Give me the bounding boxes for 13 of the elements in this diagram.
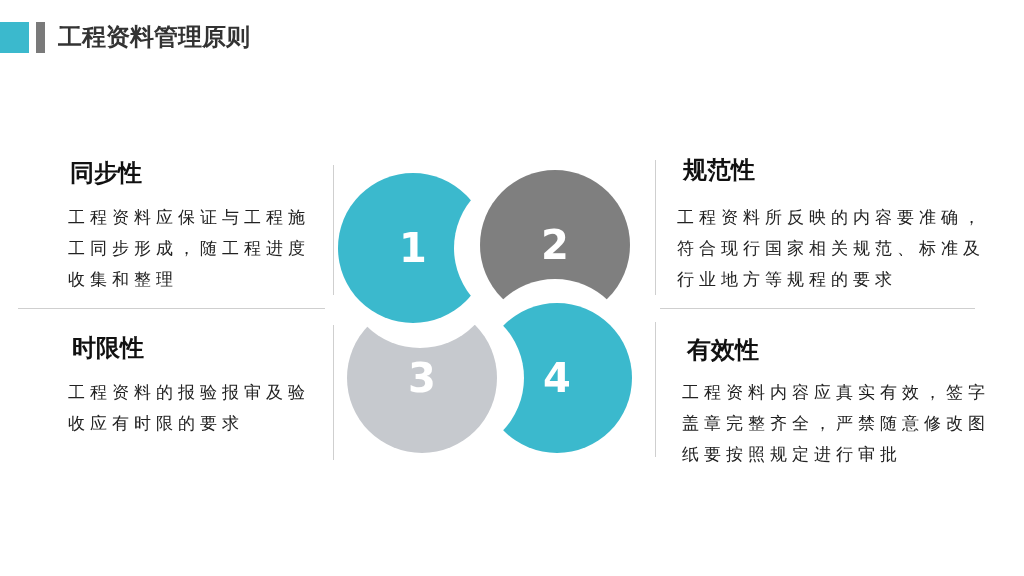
heading: 同步性 — [70, 158, 142, 188]
title: 工程资料管理原则 — [58, 22, 250, 53]
number-label: 2 — [540, 221, 570, 270]
number-label: 1 — [398, 224, 428, 273]
heading: 有效性 — [687, 335, 759, 365]
heading: 规范性 — [683, 155, 755, 185]
description-text: 工程资料的报验报审及验收应有时限的要求 — [68, 381, 311, 435]
description-text: 工程资料应保证与工程施工同步形成，随工程进度收集和整理 — [68, 206, 311, 291]
description-text: 工程资料内容应真实有效，签字盖章完整齐全，严禁随意修改图纸要按照规定进行审批 — [682, 381, 991, 466]
description-text: 工程资料所反映的内容要准确，符合现行国家相关规范、标准及行业地方等规程的要求 — [677, 206, 986, 291]
number-label: 3 — [407, 354, 437, 403]
heading: 时限性 — [72, 333, 144, 363]
number-label: 4 — [542, 354, 572, 403]
